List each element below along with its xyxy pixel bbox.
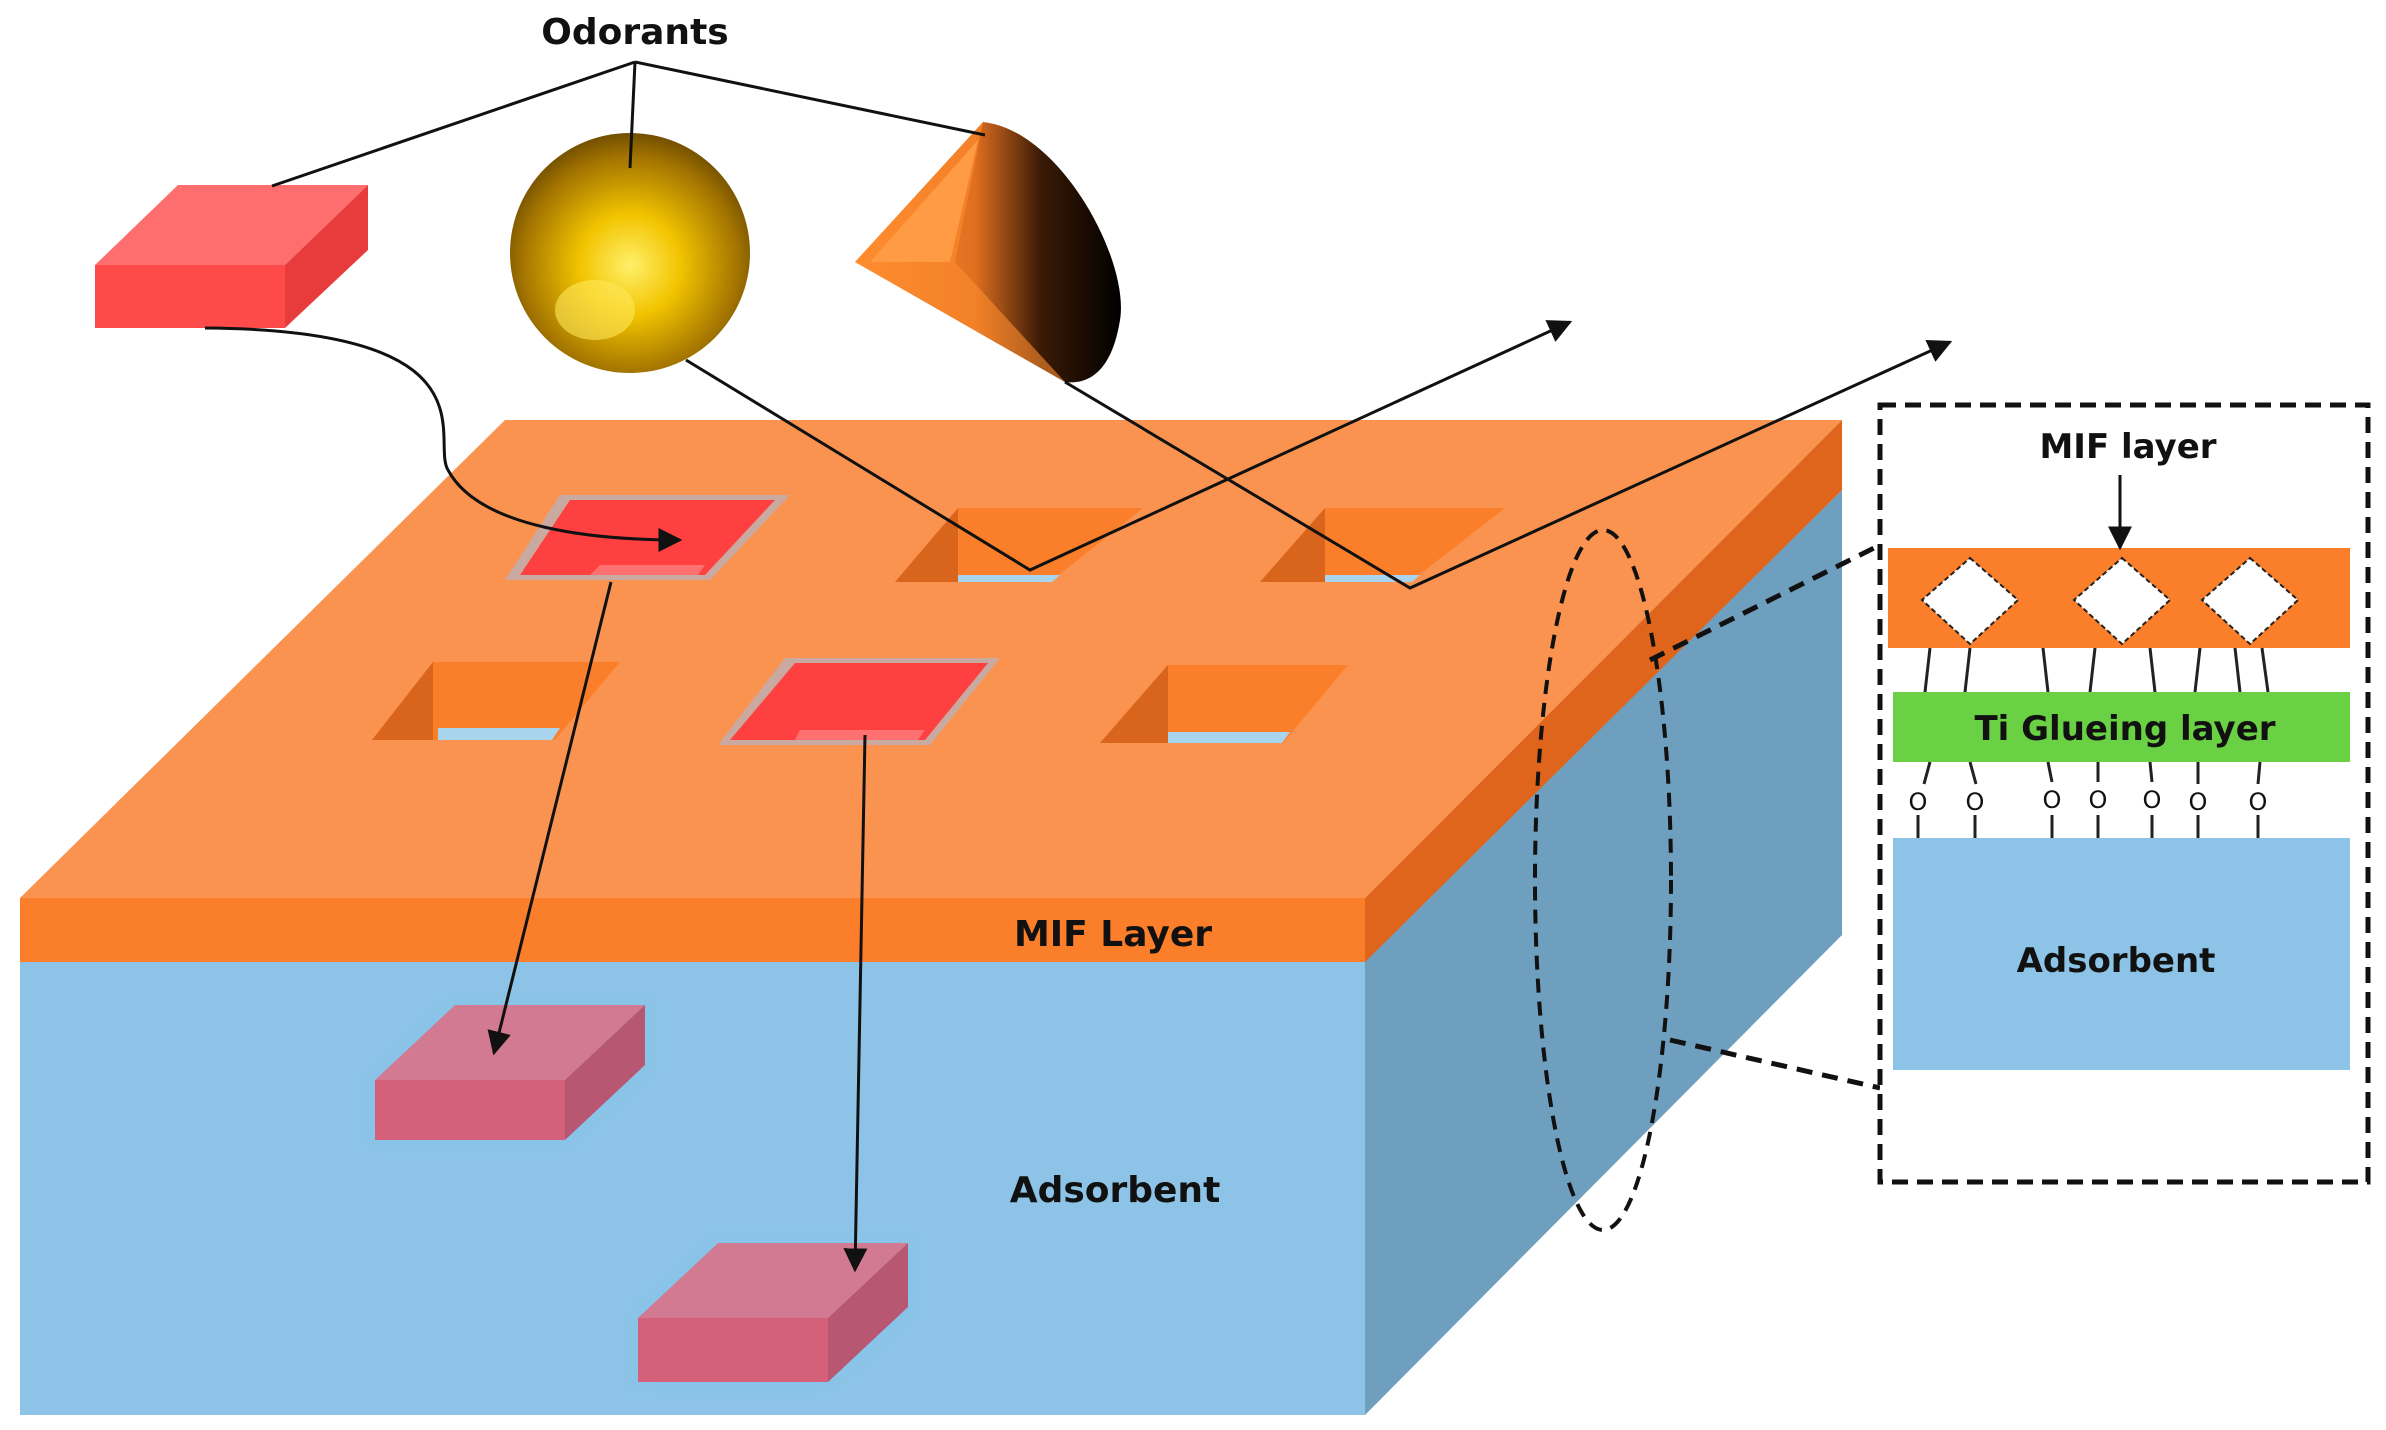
adsorbed-block-1 [375, 1005, 645, 1140]
odorant-cone [855, 122, 1121, 383]
leader-line-sphere [628, 61, 637, 169]
oxygen-atom-label: O [2089, 786, 2108, 814]
block-trajectory-arrow [204, 326, 683, 552]
zoom-line-bottom [1669, 1037, 1881, 1091]
inset-pore-diamond-1 [1920, 556, 2020, 646]
oxygen-atom-label: O [1909, 788, 1928, 816]
adsorbent-label: Adsorbent [1010, 1170, 1221, 1211]
zoom-line-top [1648, 542, 1882, 663]
inset-adsorbent-label: Adsorbent [2017, 941, 2216, 981]
occupied-pores [505, 495, 1000, 745]
inset-adsorbent-band [1893, 838, 2350, 1070]
pore-front-left [372, 662, 620, 740]
mif-side-face [1365, 420, 1842, 962]
inset-pore-diamond-2 [2072, 556, 2172, 646]
odorant-sphere [510, 133, 750, 373]
zoom-region-ellipse [1533, 528, 1673, 1232]
oxygen-atom-label: O [2189, 788, 2208, 816]
adsorbed-blocks [375, 1005, 908, 1382]
inset-mif-layer-label: MIF layer [2039, 427, 2216, 467]
inset-upper-tethers [1923, 647, 2270, 693]
leader-line-block [271, 60, 636, 188]
inset-oxygen-linkers: O O O O O O O [1909, 761, 2268, 838]
rectangular-block-odorant-icon [95, 265, 285, 328]
adsorption-arrow-1 [487, 581, 613, 1056]
mif-layer-label: MIF Layer [1014, 914, 1212, 955]
adsorption-arrow-2 [843, 734, 868, 1273]
inset-panel: O O O O O O O MIF layer Ti Glueing layer… [1877, 402, 2371, 1185]
occupied-pore-front-middle [718, 658, 1000, 745]
inset-ti-glueing-layer-label: Ti Glueing layer [1974, 709, 2275, 749]
oxygen-atom-label: O [2143, 786, 2162, 814]
leader-line-cone [634, 60, 986, 137]
oxygen-atom-label: O [2249, 788, 2268, 816]
oxygen-atom-label: O [2043, 786, 2062, 814]
adsorbent-side-face [1365, 490, 1842, 1415]
adsorbed-block-2 [638, 1243, 908, 1382]
odorants-label: Odorants [541, 12, 728, 53]
oxygen-atom-label: O [1966, 788, 1985, 816]
sphere-odorant-icon [510, 133, 750, 373]
pore-front-right [1100, 665, 1348, 743]
inset-pore-diamond-3 [2200, 556, 2300, 646]
odorant-block [95, 185, 368, 328]
inset-ti-glueing-band [1893, 692, 2350, 762]
mif-front-face [20, 898, 1365, 962]
occupied-pore-back-left [505, 495, 790, 580]
sphere-reflection-arrow [685, 320, 1573, 572]
cone-reflection-arrow [1064, 340, 1953, 590]
connector-lines [204, 60, 1953, 1273]
cone-odorant-icon [855, 122, 1121, 383]
